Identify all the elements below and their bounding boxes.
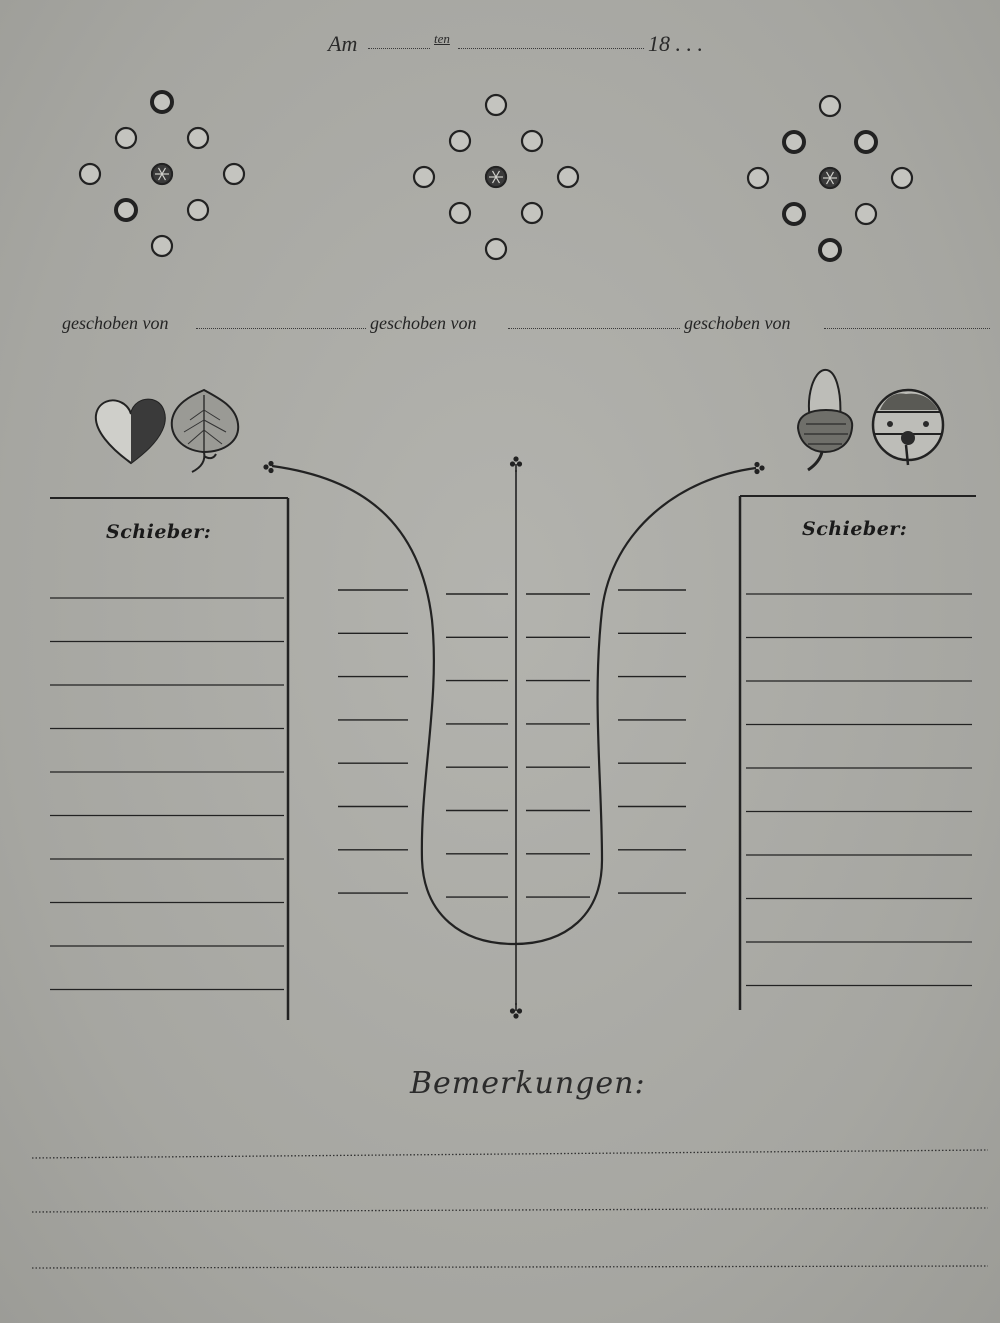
king-pin-icon xyxy=(818,166,842,190)
remarks-line-2[interactable] xyxy=(31,1207,989,1213)
right-schieber-title: Schieber: xyxy=(802,518,908,540)
day-fill-line[interactable] xyxy=(368,48,430,49)
king-pin-icon xyxy=(484,165,508,189)
pin-icon xyxy=(412,165,436,189)
pin-icon xyxy=(186,126,210,150)
pin-diagram-3 xyxy=(746,94,914,262)
geschoben-label-2: geschoben von xyxy=(370,313,477,333)
remarks-title: Bemerkungen: xyxy=(410,1066,646,1101)
pin-icon xyxy=(222,162,246,186)
pin-icon xyxy=(114,198,138,222)
top-trefoil-icon xyxy=(509,456,523,472)
pin-icon xyxy=(150,90,174,114)
pin-icon xyxy=(448,201,472,225)
geschoben-label-1: geschoben von xyxy=(62,313,169,333)
pin-icon xyxy=(818,238,842,262)
pin-icon xyxy=(854,202,878,226)
ten-label: ten xyxy=(434,31,450,46)
pin-icon xyxy=(746,166,770,190)
pin-icon xyxy=(782,130,806,154)
acorn-suit-icon xyxy=(796,368,854,472)
remarks-line-1[interactable] xyxy=(31,1149,989,1159)
right-trefoil-icon xyxy=(754,461,765,475)
remarks-lines xyxy=(31,1149,989,1269)
pin-icon xyxy=(556,165,580,189)
pin-icon xyxy=(782,202,806,226)
pin-icon xyxy=(890,166,914,190)
pin-icon xyxy=(78,162,102,186)
right-score-lines xyxy=(746,593,972,987)
pin-icon xyxy=(186,198,210,222)
pin-icon xyxy=(854,130,878,154)
year-label: 18 . . . xyxy=(648,31,703,56)
left-score-panel xyxy=(50,497,290,1020)
pin-icon xyxy=(520,201,544,225)
pin-icon xyxy=(150,234,174,258)
left-schieber-title: Schieber: xyxy=(106,521,212,543)
center-lane xyxy=(271,464,757,1005)
pin-icon xyxy=(484,237,508,261)
left-trefoil-icon xyxy=(263,460,274,474)
trefoil-ornaments xyxy=(263,456,765,1019)
king-pin-icon xyxy=(150,162,174,186)
heart-suit-icon xyxy=(94,398,166,465)
geschoben-fill-line-3[interactable] xyxy=(824,328,990,329)
pin-icon xyxy=(520,129,544,153)
pin-diagrams xyxy=(78,90,914,262)
month-fill-line[interactable] xyxy=(458,48,644,49)
remarks-line-3[interactable] xyxy=(31,1265,989,1269)
run-path-curve xyxy=(271,464,757,946)
bottom-trefoil-icon xyxy=(509,1003,523,1019)
left-score-lines xyxy=(50,597,284,991)
geschoben-label-3: geschoben von xyxy=(684,313,791,333)
pin-icon xyxy=(114,126,138,150)
geschoben-fill-line-1[interactable] xyxy=(196,328,366,329)
pin-icon xyxy=(484,93,508,117)
pin-icon xyxy=(448,129,472,153)
am-label: Am xyxy=(328,31,358,56)
pin-diagram-1 xyxy=(78,90,246,258)
leaf-suit-icon xyxy=(170,388,240,473)
pin-diagram-2 xyxy=(412,93,580,261)
lane-score-lines xyxy=(338,589,686,898)
geschoben-fill-line-2[interactable] xyxy=(508,328,680,329)
bell-suit-icon xyxy=(871,388,945,466)
right-score-panel xyxy=(738,495,976,1010)
pin-icon xyxy=(818,94,842,118)
